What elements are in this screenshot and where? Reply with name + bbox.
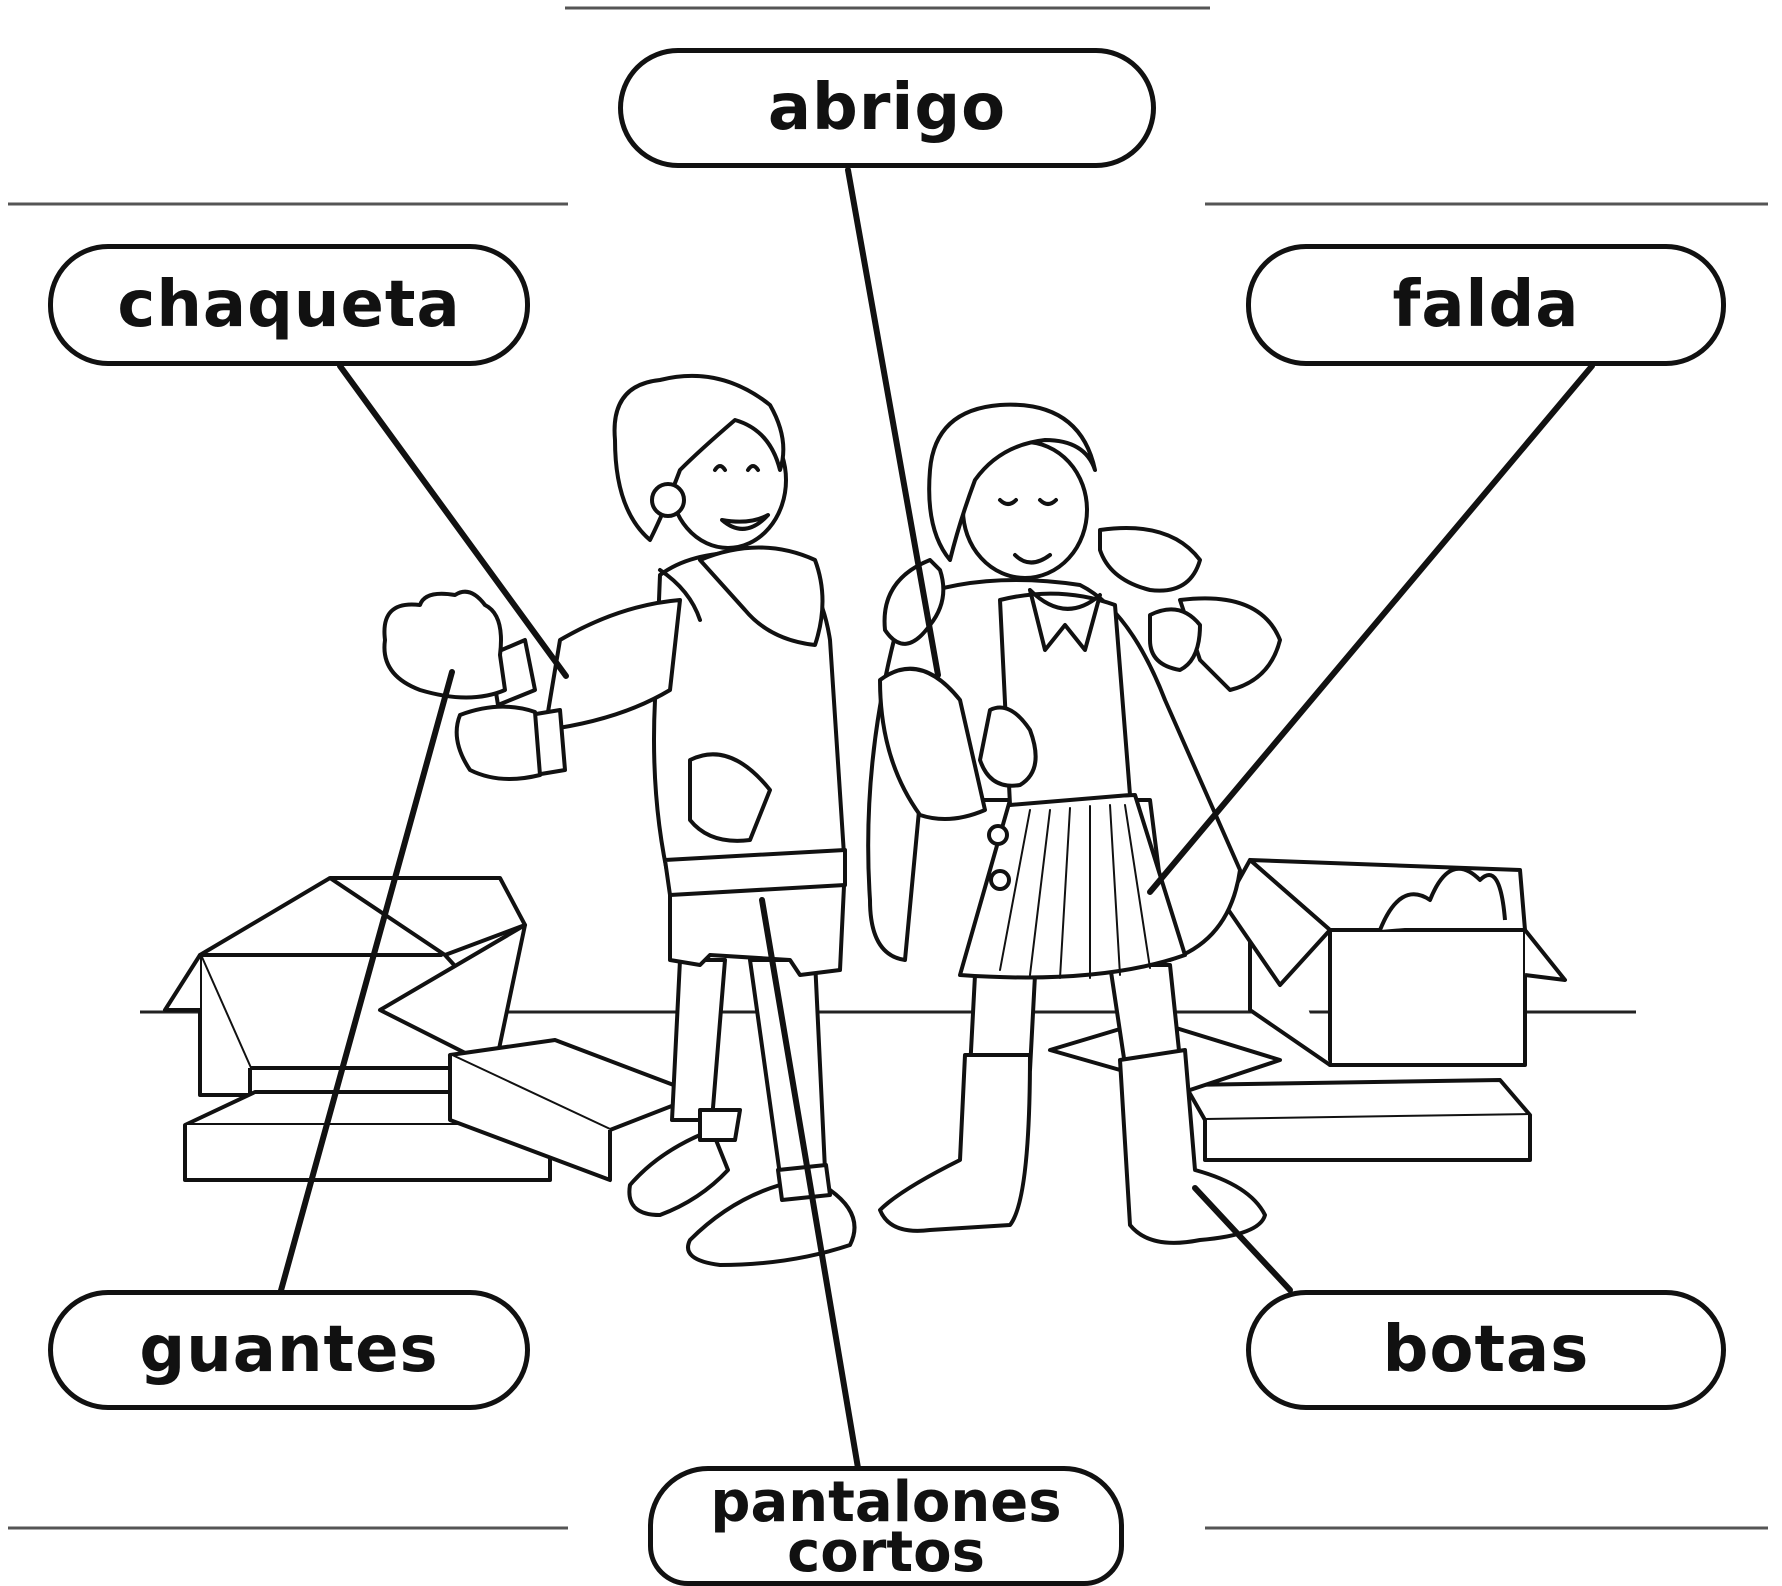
girl-skirt (958, 793, 1187, 980)
boy-jacket-pocket (688, 752, 772, 843)
boy-figure (382, 373, 857, 1267)
girl-skirt-pleats (999, 804, 1151, 979)
pointer-botas (1192, 1185, 1293, 1293)
label-abrigo: abrigo (618, 48, 1156, 168)
boy-sock-right (776, 1163, 832, 1202)
label-botas: botas (1246, 1290, 1726, 1410)
girl-hand-right (1148, 607, 1202, 672)
pointer-pantalones (759, 897, 861, 1471)
label-botas-text: botas (1382, 1313, 1590, 1387)
girl-hair (927, 402, 1097, 562)
pointer-lines (277, 167, 1595, 1471)
boy-jacket-hem (663, 848, 847, 897)
label-guantes-text: guantes (139, 1313, 439, 1387)
girl-pigtail-right (1098, 526, 1202, 593)
boy-sock-left (698, 1108, 742, 1142)
label-falda-text: falda (1392, 268, 1580, 342)
girl-sleeve-right (1178, 596, 1282, 692)
cardboard-boxes (163, 858, 1567, 1182)
girl-collar (1028, 588, 1102, 652)
boy-shoe-left (627, 1128, 730, 1217)
pointer-abrigo (845, 167, 941, 678)
boy-glove-lower (454, 704, 542, 781)
writing-lines (8, 6, 1768, 1530)
girl-coat-button-1 (987, 824, 1009, 846)
label-falda: falda (1246, 244, 1726, 366)
girl-boot-right (1118, 1048, 1267, 1245)
box-right-open (1223, 858, 1567, 1067)
pointer-falda (1147, 363, 1595, 895)
label-pantalones-line1: pantalones (710, 1470, 1062, 1535)
boy-collar (658, 568, 702, 622)
label-abrigo-text: abrigo (767, 71, 1007, 145)
label-pantalones-cortos: pantalones cortos (648, 1466, 1124, 1586)
boy-jacket-hood (698, 545, 825, 647)
box-lid-right (1048, 1018, 1532, 1162)
boy-mouth (720, 513, 770, 531)
boy-eye-left (713, 464, 727, 472)
boy-glove-upper (382, 589, 507, 700)
label-guantes: guantes (48, 1290, 530, 1410)
label-chaqueta: chaqueta (48, 244, 530, 366)
boy-leg-left (670, 958, 727, 1122)
pointer-chaqueta (337, 363, 569, 679)
label-chaqueta-text: chaqueta (117, 268, 461, 342)
boy-eye-right (746, 464, 760, 472)
girl-eye-left (998, 498, 1018, 506)
boy-arm (543, 598, 682, 732)
girl-figure (866, 402, 1282, 1245)
box-left-open (163, 876, 527, 1097)
girl-coat-button-2 (989, 869, 1011, 891)
girl-boot-left (878, 1053, 1032, 1233)
girl-hand-left (978, 705, 1038, 788)
pointer-guantes (277, 669, 455, 1297)
girl-eye-right (1038, 498, 1058, 506)
box-lid-center (448, 1038, 702, 1182)
girl-sleeve-left (878, 666, 987, 821)
girl-mouth (1013, 553, 1052, 565)
boy-ear (650, 482, 686, 518)
label-pantalones-line2: cortos (787, 1520, 985, 1585)
